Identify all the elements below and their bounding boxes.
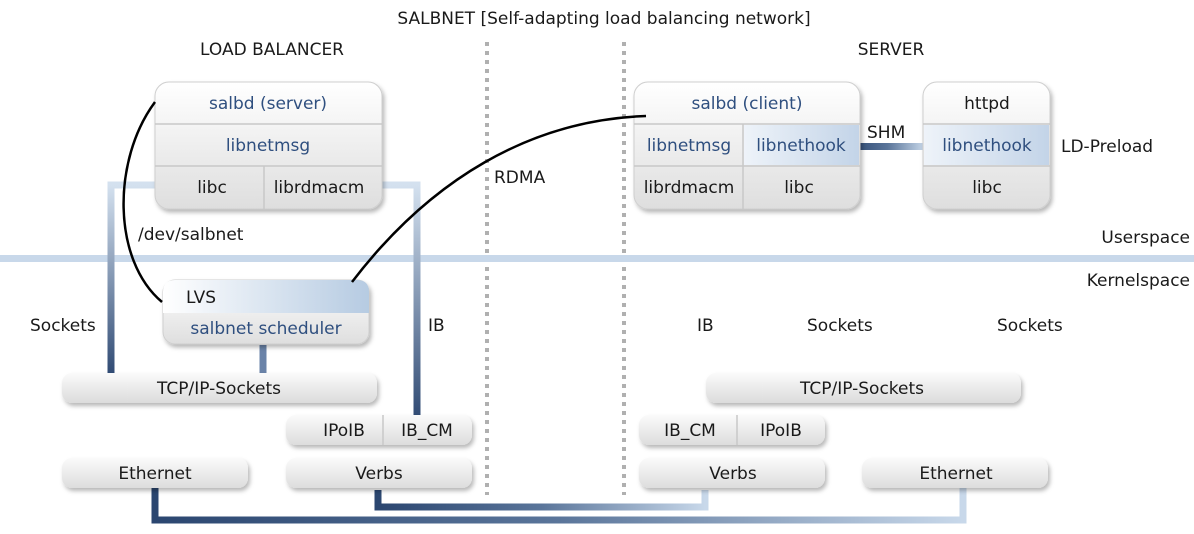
lb-sockets-line	[107, 181, 155, 380]
server-libnetmsg-label: libnetmsg	[647, 136, 731, 156]
httpd-sockets-label: Sockets	[997, 316, 1063, 336]
userspace-label: Userspace	[1101, 228, 1190, 248]
server-ib-label: IB	[697, 316, 714, 336]
dev-salbnet-curve	[122, 101, 163, 303]
salbnet-scheduler-label: salbnet scheduler	[190, 319, 341, 339]
lb-ipoib-label: IPoIB	[323, 421, 365, 441]
shm-line	[850, 143, 925, 150]
lb-ib-label: IB	[428, 316, 445, 336]
verbs-link	[374, 490, 709, 511]
server-salbd-label: salbd (client)	[692, 94, 803, 114]
user-kernel-divider	[0, 255, 1194, 262]
ethernet-link	[151, 485, 967, 524]
lvs-box: LVS salbnet scheduler	[162, 279, 370, 345]
server-ibcm-ipoib: IB_CM IPoIB	[639, 415, 825, 445]
lb-ipoib-ibcm: IPoIB IB_CM	[286, 415, 472, 445]
shm-label: SHM	[867, 123, 905, 143]
rdma-label: RDMA	[494, 168, 546, 188]
lb-salbd-label: salbd (server)	[209, 94, 327, 114]
lb-ibcm-label: IB_CM	[401, 421, 453, 441]
lb-ethernet-label: Ethernet	[118, 464, 192, 484]
lb-tcp-sockets: TCP/IP-Sockets	[62, 373, 377, 403]
lb-tcp-label: TCP/IP-Sockets	[156, 379, 281, 399]
httpd-box: httpd libnethook libc	[922, 81, 1051, 210]
server-ethernet-label: Ethernet	[919, 464, 993, 484]
salbd-server-box: salbd (server) libnetmsg libc librdmacm	[154, 81, 383, 210]
server-sockets-label: Sockets	[807, 316, 873, 336]
server-verbs-label: Verbs	[709, 464, 757, 484]
server-ipoib-label: IPoIB	[760, 421, 802, 441]
server-libnethook-label: libnethook	[756, 136, 846, 156]
httpd-libnethook-label: libnethook	[942, 136, 1032, 156]
server-librdmacm-label: librdmacm	[644, 178, 735, 198]
salbd-client-box: salbd (client) libnetmsg libnethook libr…	[633, 81, 861, 210]
server-heading: SERVER	[858, 40, 925, 60]
lb-ethernet: Ethernet	[62, 458, 248, 488]
lb-verbs: Verbs	[286, 458, 472, 488]
rdma-curve	[351, 114, 647, 283]
lvs-label: LVS	[186, 288, 216, 308]
httpd-label: httpd	[964, 94, 1010, 114]
server-verbs: Verbs	[639, 458, 825, 488]
ld-preload-label: LD-Preload	[1061, 137, 1153, 157]
lb-sockets-label: Sockets	[30, 316, 96, 336]
lb-librdmacm-label: librdmacm	[274, 178, 365, 198]
server-ibcm-label: IB_CM	[664, 421, 716, 441]
lb-libnetmsg-label: libnetmsg	[226, 136, 310, 156]
load-balancer-heading: LOAD BALANCER	[200, 40, 344, 60]
kernelspace-label: Kernelspace	[1087, 271, 1190, 291]
server-tcp-sockets: TCP/IP-Sockets	[706, 373, 1021, 403]
server-ethernet: Ethernet	[862, 458, 1048, 488]
lb-libc-label: libc	[197, 178, 227, 198]
httpd-libc-label: libc	[972, 178, 1002, 198]
lb-verbs-label: Verbs	[355, 464, 403, 484]
server-tcp-label: TCP/IP-Sockets	[799, 379, 924, 399]
lb-ib-line	[382, 181, 421, 425]
dev-salbnet-label: /dev/salbnet	[138, 225, 244, 245]
diagram-title: SALBNET [Self-adapting load balancing ne…	[397, 9, 810, 29]
server-libc-label: libc	[784, 178, 814, 198]
